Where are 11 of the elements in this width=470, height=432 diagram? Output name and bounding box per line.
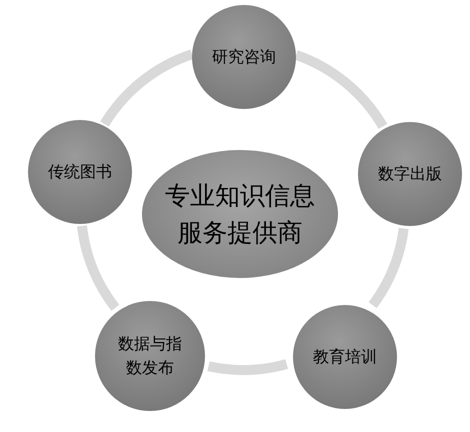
node-label: 教育培训 — [312, 346, 378, 368]
ring-arc — [208, 359, 288, 375]
ring-arc — [368, 228, 409, 308]
ring-arc — [77, 224, 120, 311]
node-label: 专业知识信息服务提供商 — [164, 180, 316, 249]
node-label: 研究咨询 — [211, 46, 277, 68]
node-label: 数据与指数发布 — [117, 333, 183, 379]
node-label: 数字出版 — [377, 163, 443, 185]
ring-arc — [100, 50, 194, 127]
node-label: 传统图书 — [47, 161, 113, 183]
ring-arc — [294, 50, 388, 130]
